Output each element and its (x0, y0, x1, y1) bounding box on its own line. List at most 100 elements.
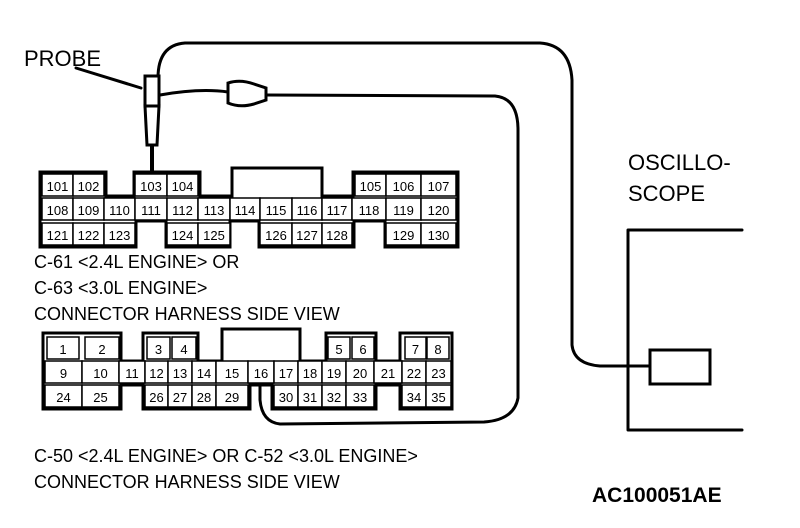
bottom-connector-pin-cell (351, 336, 375, 360)
top-connector-pin-number: 105 (360, 179, 382, 194)
bottom-connector-pin-cell (215, 384, 249, 408)
ground-lead-return (258, 93, 520, 426)
bottom-connector-pin-cell (425, 384, 452, 408)
bottom-connector-pin-number: 34 (407, 390, 421, 405)
bottom-connector-pin-number: 18 (303, 366, 317, 381)
bottom-connector-pin-number: 29 (225, 390, 239, 405)
bottom-connector-pin-cell (146, 336, 171, 360)
bottom-connector-pin-number: 12 (149, 366, 163, 381)
top-connector-pin-number: 112 (172, 203, 193, 218)
top-connector-caption-line3: CONNECTOR HARNESS SIDE VIEW (34, 304, 340, 324)
oscilloscope-label-line1: OSCILLO- (628, 150, 731, 175)
top-connector-pin-number: 117 (327, 203, 348, 218)
top-connector-pin-number: 122 (78, 228, 100, 243)
bottom-connector-pin-cell (46, 336, 80, 360)
top-connector-pin-cell (72, 173, 105, 197)
probe-signal-wire (156, 41, 652, 368)
top-connector-pin-number: 120 (428, 203, 450, 218)
bottom-connector-pin-cell (171, 336, 197, 360)
bottom-connector-pin-cell (327, 336, 351, 360)
top-connector-pin-number: 130 (428, 228, 450, 243)
top-connector-pin-cell (197, 222, 231, 246)
top-connector-pin-number: 124 (172, 228, 194, 243)
top-connector-pin-number: 127 (296, 228, 318, 243)
top-connector-pin-number: 102 (78, 179, 100, 194)
top-connector-pin-number: 111 (141, 203, 161, 218)
bottom-connector-pin-number: 20 (353, 366, 367, 381)
bottom-connector-pin-number: 6 (359, 342, 366, 357)
bottom-connector-pin-number: 19 (327, 366, 341, 381)
bottom-connector-pin-number: 30 (279, 390, 293, 405)
top-connector-pin-number: 121 (47, 228, 69, 243)
top-connector-caption-line1: C-61 <2.4L ENGINE> OR (34, 252, 239, 272)
bottom-connector-caption-line1: C-50 <2.4L ENGINE> OR C-52 <3.0L ENGINE> (34, 446, 418, 466)
top-connector-pin-number: 110 (109, 203, 130, 218)
bottom-connector-pin-number: 8 (434, 342, 441, 357)
top-connector-pin-number: 125 (203, 228, 225, 243)
bottom-connector-pin-number: 27 (173, 390, 187, 405)
top-connector-pin-cell (166, 173, 199, 197)
bottom-connector-pin-number: 4 (180, 342, 187, 357)
bottom-connector-pin-number: 22 (407, 366, 421, 381)
bottom-connector-pin-number: 33 (353, 390, 367, 405)
top-connector-pin-number: 129 (393, 228, 415, 243)
top-connector-pin-cell (420, 173, 457, 197)
bottom-connector-pin-number: 7 (412, 342, 419, 357)
bottom-connector-pin-number: 13 (173, 366, 187, 381)
top-connector-pin-cell (321, 222, 353, 246)
connector-c61-c63: 101 102 103 104 105 106 107 108 109 110 111 112 113 1… (38, 166, 460, 249)
ground-clip-body (226, 79, 268, 108)
top-connector-pin-number: 119 (393, 203, 414, 218)
bottom-connector-pin-cell (84, 336, 120, 360)
bottom-connector-pin-number: 26 (149, 390, 163, 405)
top-connector-pin-cell (103, 222, 136, 246)
bottom-connector-pin-cell (425, 360, 452, 384)
top-connector-pin-number: 113 (204, 203, 225, 218)
oscilloscope-label-line2: SCOPE (628, 181, 705, 206)
bottom-connector-pin-number: 35 (431, 390, 445, 405)
bottom-connector-pin-number: 15 (225, 366, 239, 381)
bottom-connector-pin-number: 17 (279, 366, 293, 381)
bottom-connector-pin-number: 23 (431, 366, 445, 381)
top-connector-pin-number: 104 (172, 179, 194, 194)
bottom-connector-caption-line2: CONNECTOR HARNESS SIDE VIEW (34, 472, 340, 492)
bottom-connector-pin-number: 9 (60, 366, 67, 381)
bottom-connector-pin-cell (81, 384, 120, 408)
top-connector-housing (38, 166, 460, 249)
probe-handle (143, 74, 161, 108)
oscilloscope (626, 228, 744, 432)
top-connector-pin-cell (420, 197, 457, 221)
top-connector-pin-number: 109 (78, 203, 100, 218)
top-connector-pin-number: 126 (265, 228, 287, 243)
bottom-connector-pin-number: 10 (93, 366, 107, 381)
probe-shaft (143, 104, 161, 147)
bottom-connector-pin-number: 21 (381, 366, 395, 381)
top-connector-pin-number: 114 (235, 203, 256, 218)
bottom-connector-pin-number: 32 (327, 390, 341, 405)
top-connector-pin-number: 107 (428, 179, 450, 194)
top-connector-pin-number: 123 (109, 228, 131, 243)
probe-leader-line (74, 66, 143, 90)
bottom-connector-pin-cell (345, 384, 375, 408)
probe-wires (156, 41, 652, 426)
top-connector-caption-line2: C-63 <3.0L ENGINE> (34, 278, 207, 298)
ground-clip (226, 79, 268, 108)
bottom-connector-pin-number: 25 (93, 390, 107, 405)
bottom-connector-pin-number: 1 (59, 342, 66, 357)
top-connector-pin-number: 118 (359, 203, 380, 218)
figure-code: AC100051AE (592, 484, 722, 507)
bottom-connector-pin-number: 16 (254, 366, 268, 381)
top-connector-pin-number: 106 (393, 179, 415, 194)
probe (74, 66, 161, 174)
bottom-connector-pin-number: 2 (98, 342, 105, 357)
top-connector-pin-number: 108 (47, 203, 69, 218)
top-connector-pin-number: 101 (47, 179, 69, 194)
top-connector-pin-number: 115 (266, 203, 287, 218)
oscilloscope-input-terminal (648, 348, 712, 386)
top-connector-pin-number: 103 (140, 179, 162, 194)
bottom-connector-pin-cell (404, 336, 427, 360)
ground-lead-wire (158, 89, 230, 97)
bottom-connector-pin-number: 31 (303, 390, 317, 405)
bottom-connector-pin-number: 11 (125, 366, 139, 381)
